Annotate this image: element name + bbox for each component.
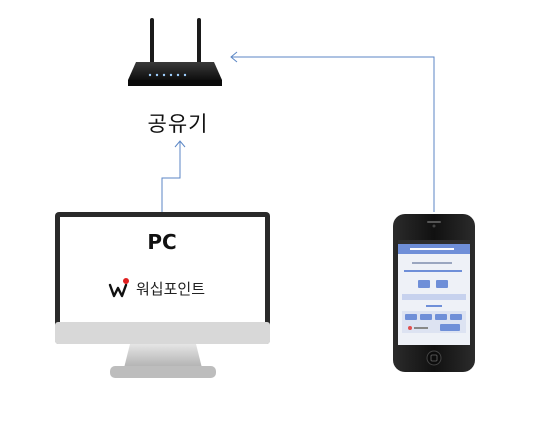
router-body (128, 62, 222, 80)
router-antenna-left (150, 18, 154, 64)
router-icon (128, 18, 222, 86)
pc-label: PC (147, 230, 177, 254)
monitor-screen (60, 217, 265, 322)
phone-home-button (426, 350, 442, 366)
smartphone-icon (393, 214, 475, 372)
phone-speaker (427, 221, 441, 223)
router-label: 공유기 (147, 112, 209, 136)
monitor-foot (110, 366, 216, 378)
connector-phone-router (230, 51, 435, 212)
pc-monitor-icon (55, 212, 270, 378)
brand-name: 워십포인트 (136, 279, 206, 298)
brand-badge: 워십포인트 (108, 276, 205, 300)
monitor-neck (124, 344, 202, 368)
connector-pc-router (161, 140, 186, 212)
router-antenna-right (197, 18, 201, 64)
router-base (128, 80, 222, 86)
monitor-chin (55, 322, 270, 344)
worshippoint-logo-icon (108, 277, 130, 299)
